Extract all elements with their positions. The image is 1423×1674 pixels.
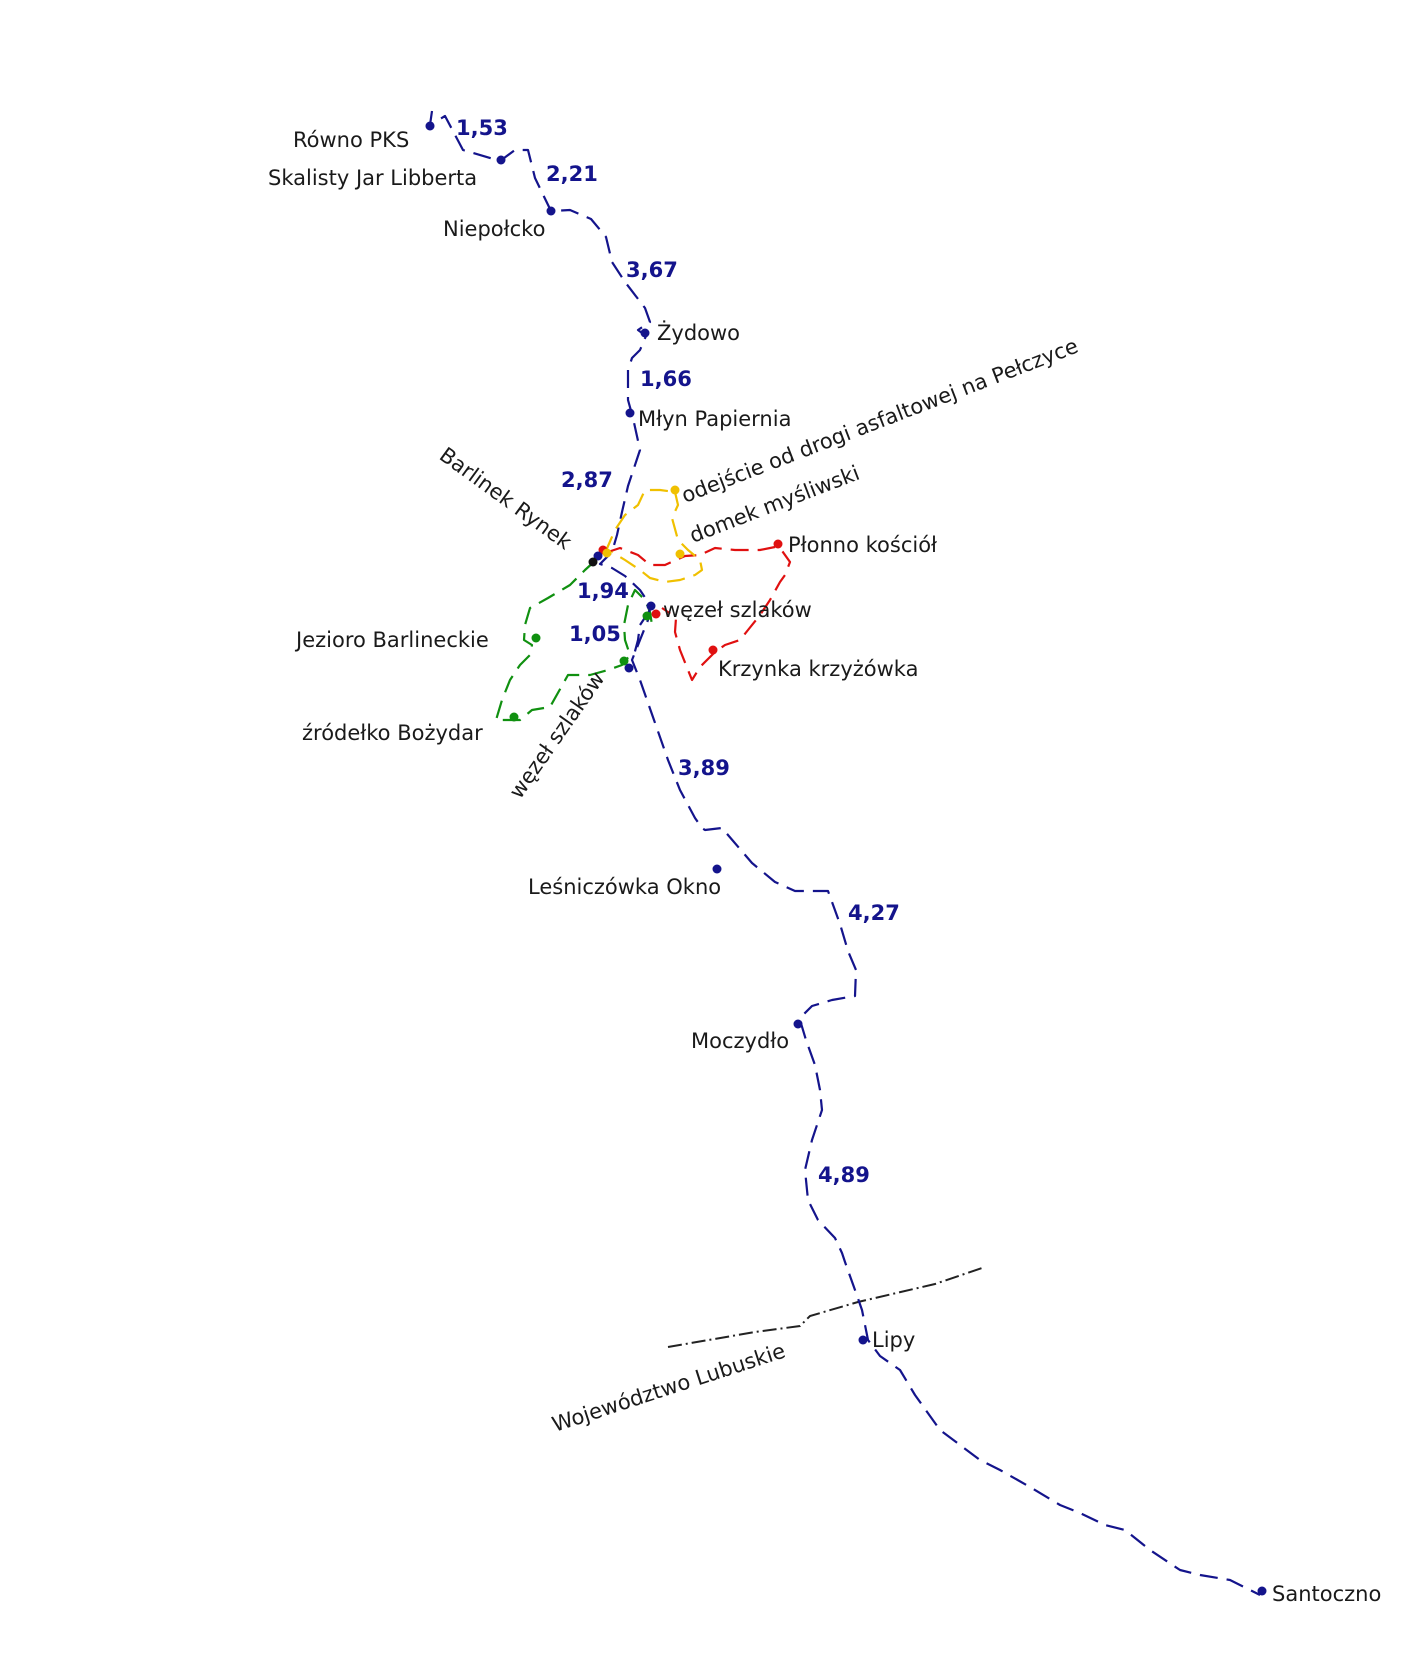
blue-trail	[428, 110, 1261, 1596]
label-jezioro-barlineckie: Jezioro Barlineckie	[294, 628, 489, 652]
label-skalisty-jar: Skalisty Jar Libberta	[268, 166, 477, 190]
distance-6: 1,94	[577, 579, 629, 603]
node-lipy	[858, 1335, 868, 1345]
node-santoczno	[1257, 1586, 1267, 1596]
node-mlyn-papiernia	[625, 408, 635, 418]
label-niepolcko: Niepołcko	[443, 217, 545, 241]
label-wojewodztwo-lubuskie: Województwo Lubuskie	[549, 1339, 788, 1437]
green-trail	[494, 559, 654, 722]
yellow-trail	[603, 488, 704, 584]
label-moczydlo: Moczydło	[691, 1029, 789, 1053]
node-barlinek-black	[588, 557, 598, 567]
distance-3: 3,67	[626, 258, 678, 282]
distance-9: 4,27	[848, 901, 900, 925]
label-wezel-szlakow-2: węzeł szlaków	[504, 667, 609, 803]
node-barlinek-yellow	[602, 548, 612, 558]
node-zydowo	[640, 328, 650, 338]
label-santoczno: Santoczno	[1272, 1582, 1381, 1606]
distance-8: 3,89	[678, 756, 730, 780]
node-wezel-red	[651, 609, 661, 619]
node-barlinek-blue	[593, 551, 603, 561]
node-rowno-pks	[425, 121, 435, 131]
distance-10: 4,89	[818, 1163, 870, 1187]
node-odejscie	[670, 485, 680, 495]
distance-4: 1,66	[640, 367, 692, 391]
label-zrodelko-bozydar: źródełko Bożydar	[302, 721, 483, 745]
label-mlyn-papiernia: Młyn Papiernia	[638, 407, 791, 431]
distance-1: 1,53	[456, 116, 508, 140]
node-plonno-kosciol	[773, 539, 783, 549]
distance-5: 2,87	[561, 468, 613, 492]
label-lipy: Lipy	[872, 1328, 915, 1352]
label-plonno-kosciol: Płonno kościół	[788, 533, 937, 557]
voivodeship-border	[667, 1266, 986, 1348]
label-rowno-pks: Równo PKS	[293, 128, 409, 152]
node-lesniczowka	[712, 864, 722, 874]
node-moczydlo	[793, 1019, 803, 1029]
distance-7: 1,05	[569, 622, 621, 646]
trail-nodes	[425, 121, 1267, 1596]
label-lesniczowka-okno: Leśniczówka Okno	[528, 875, 721, 899]
label-wezel-szlakow-1: węzeł szlaków	[663, 598, 812, 622]
node-wezel-green	[642, 611, 652, 621]
node-niepolcko	[546, 206, 556, 216]
node-skalisty-jar	[496, 155, 506, 165]
distance-2: 2,21	[546, 162, 598, 186]
node-krzynka	[708, 645, 718, 655]
node-wezel2-green	[619, 656, 629, 666]
label-krzynka-krzyzowka: Krzynka krzyżówka	[718, 657, 918, 681]
node-wezel2-blue	[624, 663, 634, 673]
node-jezioro	[531, 633, 541, 643]
label-zydowo: Żydowo	[657, 320, 740, 345]
red-trail	[604, 545, 792, 682]
node-zrodelko	[509, 712, 519, 722]
node-domek-mysliwski	[675, 549, 685, 559]
node-wezel-blue	[646, 601, 656, 611]
label-barlinek-rynek: Barlinek Rynek	[435, 443, 577, 555]
